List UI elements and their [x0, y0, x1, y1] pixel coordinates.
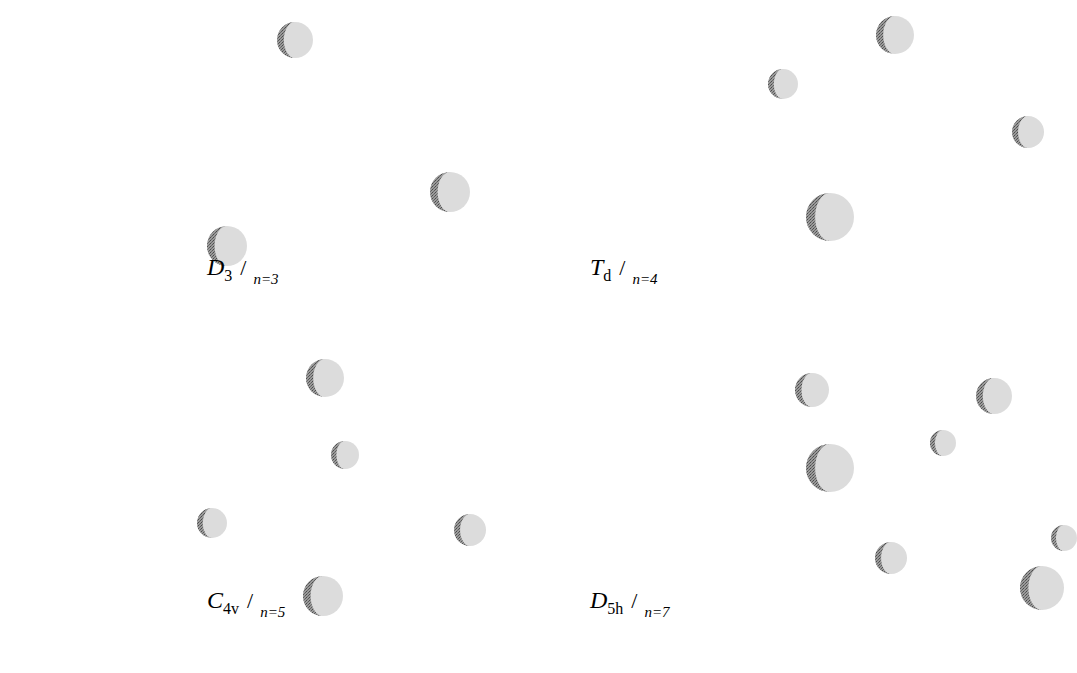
sphere [430, 172, 470, 212]
sphere-shadow [875, 542, 891, 574]
point-group-subscript: 4v [223, 600, 239, 617]
sphere [1051, 525, 1077, 551]
sphere-shadow [197, 508, 212, 538]
sphere-shadow [1020, 566, 1042, 610]
sphere-shadow [930, 430, 943, 456]
sphere [876, 16, 914, 54]
sphere-shadow [806, 193, 830, 241]
sphere-shadow [806, 444, 830, 492]
separator: / [619, 255, 625, 280]
sphere-shadow [454, 514, 470, 546]
sphere [930, 430, 956, 456]
sphere-shadow [795, 373, 812, 407]
sphere [768, 69, 798, 99]
cluster-size: n=4 [632, 271, 657, 287]
separator: / [631, 588, 637, 613]
sphere [1020, 566, 1064, 610]
panel-label: Td/n=4 [590, 255, 658, 279]
point-group: T [590, 254, 603, 280]
point-group-subscript: 5h [607, 600, 623, 617]
cluster-size: n=7 [644, 604, 669, 620]
cluster-size: n=3 [253, 271, 278, 287]
panel-label: C4v/n=5 [207, 588, 285, 612]
sphere [303, 576, 343, 616]
panel-label: D5h/n=7 [590, 588, 670, 612]
separator: / [247, 588, 253, 613]
sphere-shadow [303, 576, 323, 616]
sphere [331, 441, 359, 469]
sphere [197, 508, 227, 538]
separator: / [240, 255, 246, 280]
cluster-size: n=5 [260, 604, 285, 620]
sphere-shadow [1051, 525, 1064, 551]
sphere-shadow [1012, 116, 1028, 148]
point-group-subscript: d [603, 267, 611, 284]
sphere [1012, 116, 1044, 148]
point-group: D [590, 587, 607, 613]
sphere [277, 22, 313, 58]
sphere [806, 193, 854, 241]
sphere-shadow [768, 69, 783, 99]
sphere-shadow [306, 359, 325, 397]
point-group: C [207, 587, 223, 613]
sphere [454, 514, 486, 546]
sphere-shadow [976, 378, 994, 414]
sphere [806, 444, 854, 492]
sphere-shadow [277, 22, 295, 58]
sphere [976, 378, 1012, 414]
sphere-shadow [876, 16, 895, 54]
point-group: D [207, 254, 224, 280]
sphere [875, 542, 907, 574]
sphere [306, 359, 344, 397]
panel-label: D3/n=3 [207, 255, 279, 279]
sphere-shadow [430, 172, 450, 212]
point-group-subscript: 3 [224, 267, 232, 284]
sphere-shadow [331, 441, 345, 469]
sphere [795, 373, 829, 407]
